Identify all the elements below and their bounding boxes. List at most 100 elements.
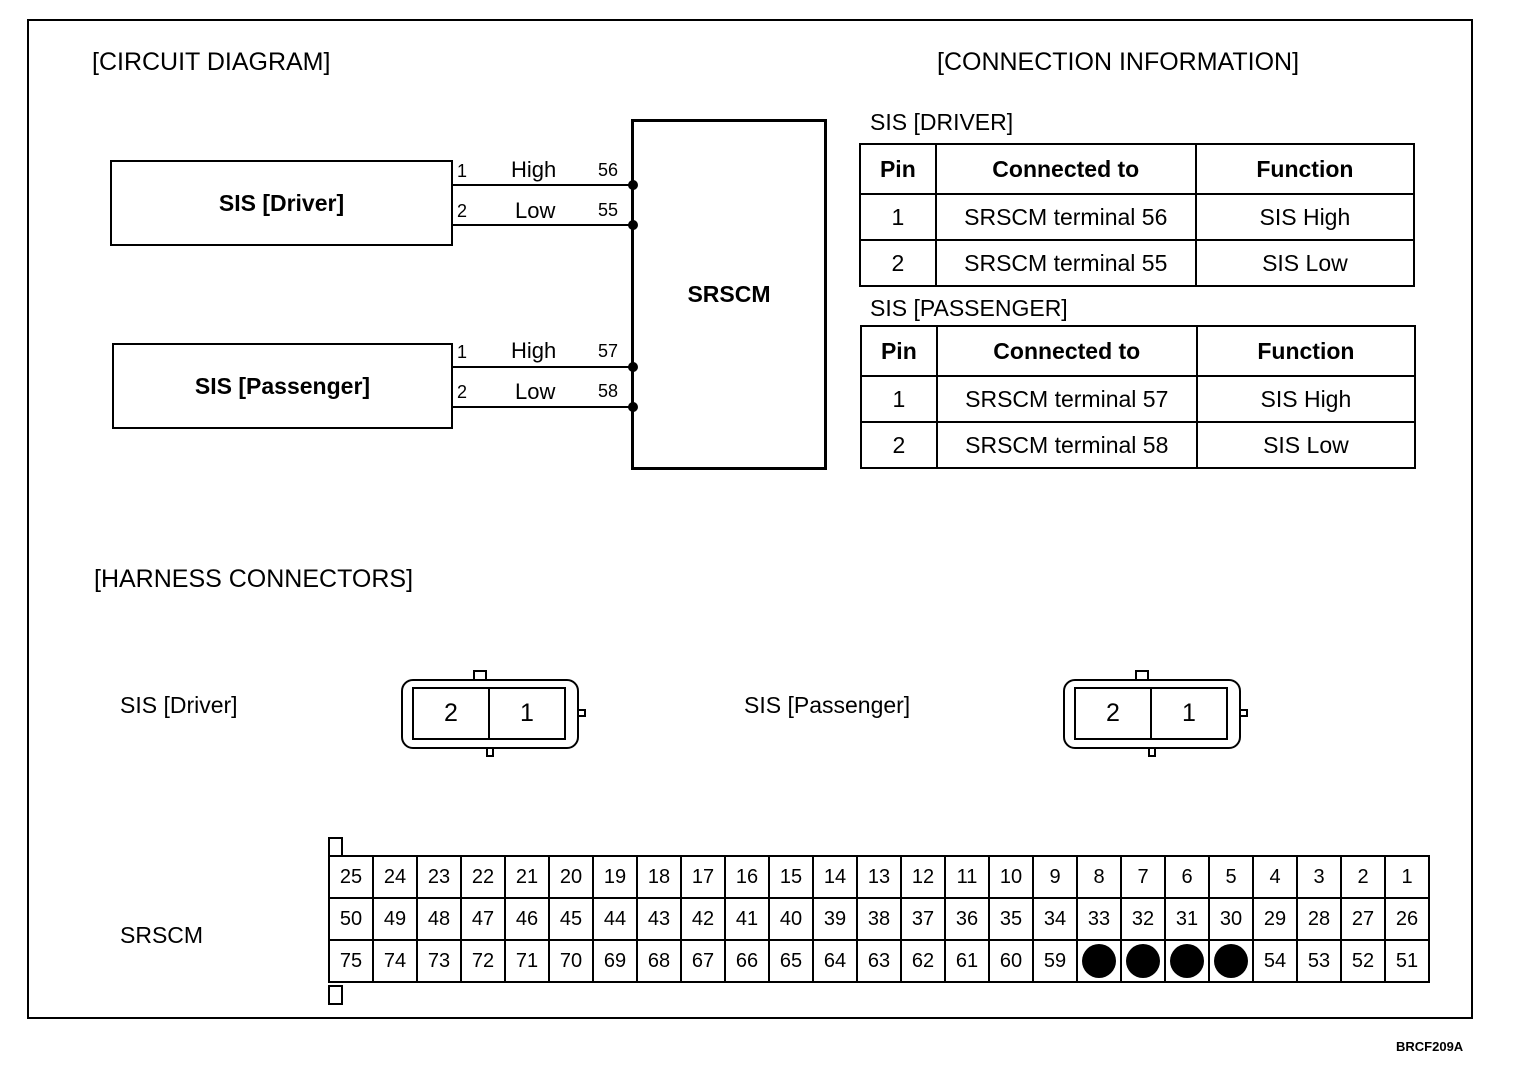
srscm-pin-cell: 9: [1032, 855, 1078, 899]
terminal-58-dot: [628, 402, 638, 412]
srscm-pin-cell: 46: [504, 897, 550, 941]
srscm-pin-cell: 32: [1120, 897, 1166, 941]
srscm-pin-cell: 68: [636, 939, 682, 983]
harness-sis-passenger-label: SIS [Passenger]: [744, 692, 911, 718]
table-header-row: Pin Connected to Function: [859, 143, 1416, 195]
connected-to-cell: SRSCM terminal 57: [935, 375, 1198, 423]
srscm-pin-cell: 38: [856, 897, 902, 941]
srscm-pin-cell: 12: [900, 855, 946, 899]
pin-cell: 2: [859, 239, 937, 287]
srscm-pin-cell: 4: [1252, 855, 1298, 899]
used-pin-dot: [1082, 944, 1116, 978]
srscm-used-pin: [1076, 939, 1122, 983]
srscm-pin-cell: 23: [416, 855, 462, 899]
srscm-pin-cell: 1: [1384, 855, 1430, 899]
connected-to-cell: SRSCM terminal 58: [935, 421, 1198, 469]
srscm-pin-cell: 74: [372, 939, 418, 983]
figure-code: BRCF209A: [1396, 1039, 1464, 1054]
srscm-pin-cell: 25: [328, 855, 374, 899]
srscm-pin-cell: 33: [1076, 897, 1122, 941]
srscm-pin-cell: 63: [856, 939, 902, 983]
srscm-pin-cell: 27: [1340, 897, 1386, 941]
circuit-diagram-heading: [CIRCUIT DIAGRAM]: [92, 48, 331, 76]
passenger-pin-1-label: 1: [457, 342, 468, 362]
srscm-pin-cell: 39: [812, 897, 858, 941]
pin-cell: 1: [859, 193, 937, 241]
srscm-pin-cell: 60: [988, 939, 1034, 983]
srscm-pin-cell: 5: [1208, 855, 1254, 899]
table-row: 2 SRSCM terminal 55 SIS Low: [859, 239, 1416, 287]
srscm-pin-cell: 24: [372, 855, 418, 899]
srscm-pin-cell: 40: [768, 897, 814, 941]
diagram-frame: [27, 19, 1473, 1019]
srscm-pin-cell: 54: [1252, 939, 1298, 983]
table-header-row: Pin Connected to Function: [860, 325, 1417, 377]
srscm-pin-cell: 62: [900, 939, 946, 983]
harness-connectors-heading: [HARNESS CONNECTORS]: [94, 565, 414, 593]
pin-header: Pin: [860, 325, 938, 377]
used-pin-dot: [1170, 944, 1204, 978]
srscm-pin-cell: 51: [1384, 939, 1430, 983]
srscm-pin-cell: 22: [460, 855, 506, 899]
used-pin-dot: [1126, 944, 1160, 978]
srscm-pin-cell: 17: [680, 855, 726, 899]
srscm-pin-cell: 15: [768, 855, 814, 899]
connected-to-header: Connected to: [934, 143, 1197, 195]
table-row: 1 SRSCM terminal 57 SIS High: [860, 375, 1417, 423]
harness-sis-driver-label: SIS [Driver]: [120, 692, 238, 718]
pin-cell: 1: [860, 375, 938, 423]
connector-pin-2: 2: [412, 687, 490, 740]
srscm-pin-cell: 37: [900, 897, 946, 941]
driver-low-label: Low: [515, 198, 556, 223]
srscm-used-pin: [1120, 939, 1166, 983]
sis-driver-table-title: SIS [DRIVER]: [870, 109, 1014, 135]
connector-side-tab: [1239, 709, 1248, 717]
function-header: Function: [1194, 143, 1416, 195]
srscm-pin-cell: 50: [328, 897, 374, 941]
srscm-pin-cell: 43: [636, 897, 682, 941]
terminal-56-label: 56: [598, 160, 619, 180]
srscm-pin-cell: 30: [1208, 897, 1254, 941]
passenger-low-wire: [453, 406, 633, 408]
srscm-pin-cell: 44: [592, 897, 638, 941]
srscm-pin-cell: 42: [680, 897, 726, 941]
srscm-pin-cell: 52: [1340, 939, 1386, 983]
pin-cell: 2: [860, 421, 938, 469]
driver-low-wire: [453, 224, 633, 226]
driver-pin-1-label: 1: [457, 161, 468, 181]
passenger-low-label: Low: [515, 379, 556, 404]
srscm-pin-cell: 31: [1164, 897, 1210, 941]
srscm-pin-cell: 66: [724, 939, 770, 983]
sis-driver-connection-table: Pin Connected to Function 1 SRSCM termin…: [859, 143, 1416, 287]
srscm-pin-cell: 49: [372, 897, 418, 941]
srscm-pin-cell: 20: [548, 855, 594, 899]
srscm-pin-cell: 61: [944, 939, 990, 983]
connector-pin-1: 1: [488, 687, 566, 740]
passenger-pin-2-label: 2: [457, 382, 468, 402]
srscm-pin-cell: 72: [460, 939, 506, 983]
function-cell: SIS Low: [1194, 239, 1416, 287]
srscm-pin-cell: 65: [768, 939, 814, 983]
srscm-pin-cell: 13: [856, 855, 902, 899]
used-pin-dot: [1214, 944, 1248, 978]
srscm-pin-cell: 6: [1164, 855, 1210, 899]
passenger-high-label: High: [511, 338, 557, 363]
srscm-pin-cell: 34: [1032, 897, 1078, 941]
srscm-pin-cell: 3: [1296, 855, 1342, 899]
srscm-module-box: SRSCM: [631, 119, 827, 470]
terminal-56-dot: [628, 180, 638, 190]
srscm-pin-cell: 35: [988, 897, 1034, 941]
srscm-pin-cell: 11: [944, 855, 990, 899]
srscm-connector-bottom-tab: [328, 985, 343, 1005]
srscm-pin-cell: 53: [1296, 939, 1342, 983]
driver-pin-2-label: 2: [457, 201, 468, 221]
table-row: 1 SRSCM terminal 56 SIS High: [859, 193, 1416, 241]
srscm-pin-cell: 10: [988, 855, 1034, 899]
connector-pin-2: 2: [1074, 687, 1152, 740]
terminal-58-label: 58: [598, 381, 619, 401]
connection-info-heading: [CONNECTION INFORMATION]: [937, 48, 1300, 76]
driver-high-label: High: [511, 157, 557, 182]
srscm-pin-cell: 19: [592, 855, 638, 899]
